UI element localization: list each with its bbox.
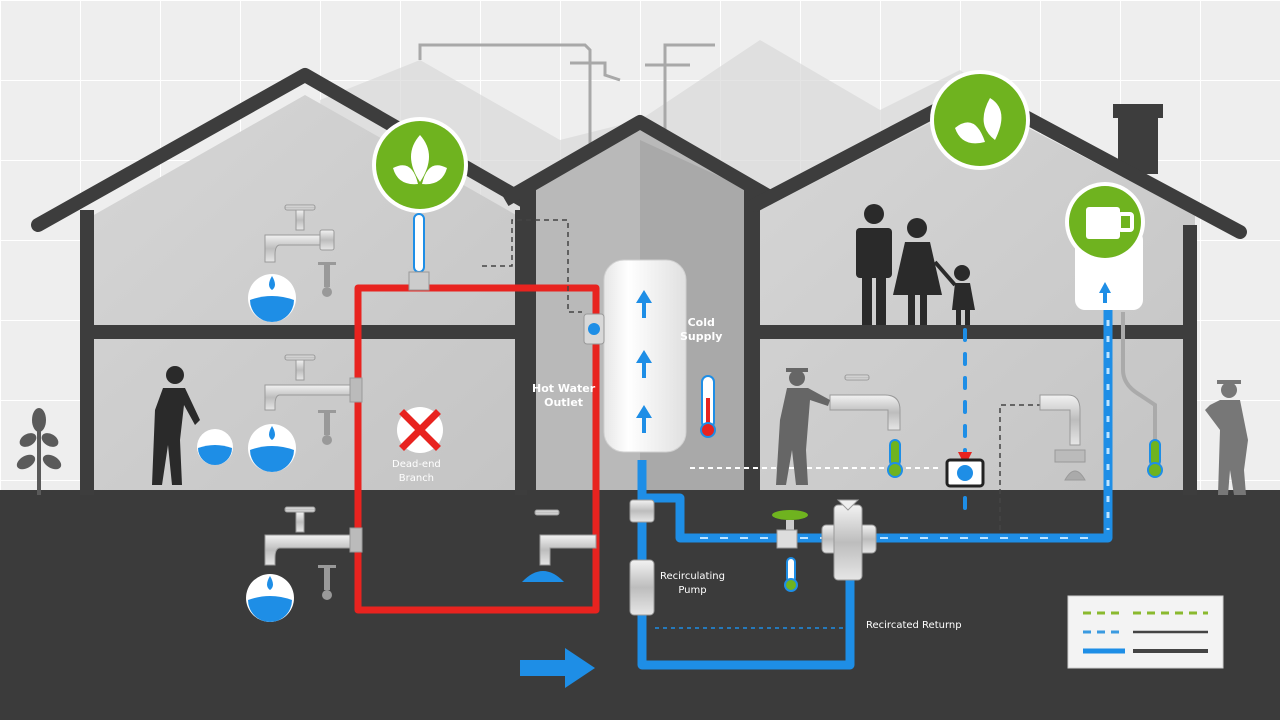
shower-head-icon: [522, 571, 564, 582]
thermometer-icon: [784, 557, 798, 592]
label-line: Outlet: [544, 396, 584, 409]
label-line: Cold: [687, 316, 715, 329]
family-icon: [856, 204, 975, 325]
valve-icon: [318, 262, 336, 600]
label-recirculated-return: Recircated Returnp: [866, 620, 962, 631]
faucet-icon: [534, 509, 597, 566]
legend: [1067, 595, 1224, 669]
faucet-icon: [1039, 394, 1086, 481]
label-line: Branch: [398, 473, 435, 484]
control-box-icon: [945, 452, 985, 488]
label-hot-water-outlet: Hot Water Outlet: [532, 382, 595, 410]
thermometer-icon: [700, 375, 716, 438]
plant-icon: [16, 408, 62, 495]
water-drop-icon: [248, 424, 296, 472]
water-drop-icon: [197, 429, 233, 465]
faucet-icon: [264, 354, 363, 411]
label-cold-supply: Cold Supply: [680, 316, 722, 344]
label-line: Supply: [680, 330, 723, 343]
person-icon: [776, 368, 830, 485]
label-line: Recirculating: [660, 571, 725, 582]
label-dead-end-branch: Dead-end Branch: [392, 458, 441, 486]
center-house: [501, 115, 779, 490]
water-heater-tank: [583, 259, 687, 453]
coffee-cup-badge-icon: [1065, 182, 1145, 262]
leaf-badge-icon: [372, 117, 468, 213]
label-line: Dead-end: [392, 459, 441, 470]
valve-icon: [772, 510, 808, 549]
flow-arrow-icon: [636, 290, 652, 433]
dead-end-x-icon: [397, 407, 443, 453]
label-recirculating-pump: Recirculating Pump: [660, 570, 725, 598]
faucet-icon: [264, 204, 335, 263]
person-icon: [1205, 380, 1248, 495]
thermometer-icon: [408, 213, 430, 291]
pump-icon: [629, 499, 877, 616]
leaf-badge-icon: [930, 70, 1030, 170]
thermometer-icon: [1147, 439, 1163, 478]
flow-arrow-icon: [520, 648, 595, 688]
label-line: Hot Water: [532, 382, 596, 395]
faucet-icon: [264, 506, 363, 566]
water-drop-icon: [248, 274, 296, 322]
faucet-icon: [829, 374, 901, 431]
person-icon: [152, 366, 200, 485]
water-drop-icon: [246, 574, 294, 622]
thermometer-icon: [887, 439, 903, 478]
label-line: Pump: [678, 585, 707, 596]
